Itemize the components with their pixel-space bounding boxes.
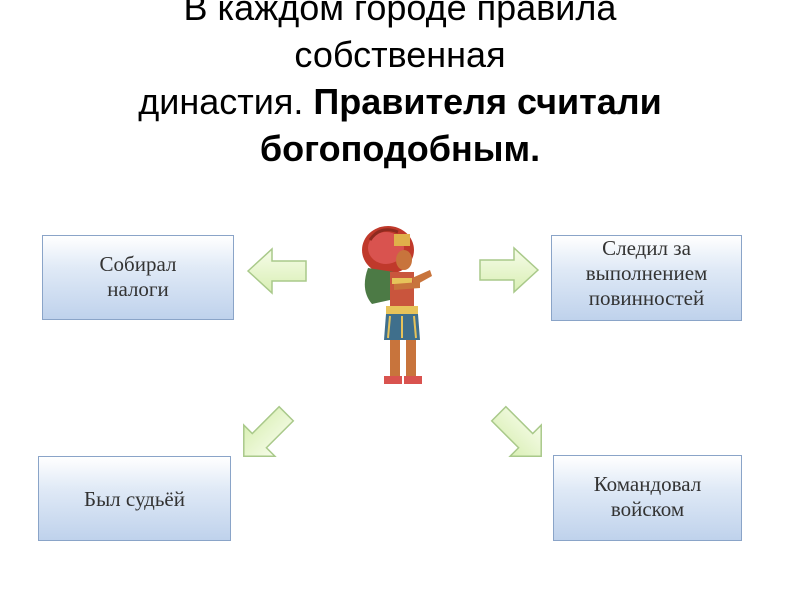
box-was-judge: Был судьёй [38, 456, 231, 541]
box-taxes-line-2: налоги [107, 277, 169, 301]
box-judge-line-1: Был судьёй [84, 487, 185, 511]
box-army-line-1: Командовал [593, 472, 702, 496]
title-line-4: богоподобным. [259, 128, 541, 169]
title-line-2: собственная [294, 34, 506, 75]
title-line-1: В каждом городе правила [183, 0, 617, 28]
box-army-line-2: войском [610, 497, 685, 521]
title-line-3: династия. Правителя считали [40, 78, 760, 125]
arrow-down-right-icon [490, 405, 542, 457]
box-commanded-army: Командовал войском [553, 455, 742, 541]
box-taxes-line-1: Собирал [99, 252, 177, 276]
mayan-ruler-figure-icon [362, 226, 432, 384]
arrow-right-icon [479, 246, 540, 294]
box-duties-line-3: повинностей [588, 286, 705, 310]
box-collected-taxes: Собирал налоги [42, 235, 234, 320]
arrow-down-left-icon [243, 405, 295, 457]
box-oversaw-duties: Следил за выполнением повинностей [551, 235, 742, 321]
box-duties-line-1: Следил за [602, 236, 691, 260]
slide-title: В каждом городе правила собственная дина… [40, 0, 760, 172]
arrow-left-icon [246, 247, 307, 295]
title-line-3-normal: династия. [138, 81, 304, 122]
title-line-3-bold: Правителя считали [313, 81, 662, 122]
box-duties-line-2: выполнением [585, 261, 708, 285]
